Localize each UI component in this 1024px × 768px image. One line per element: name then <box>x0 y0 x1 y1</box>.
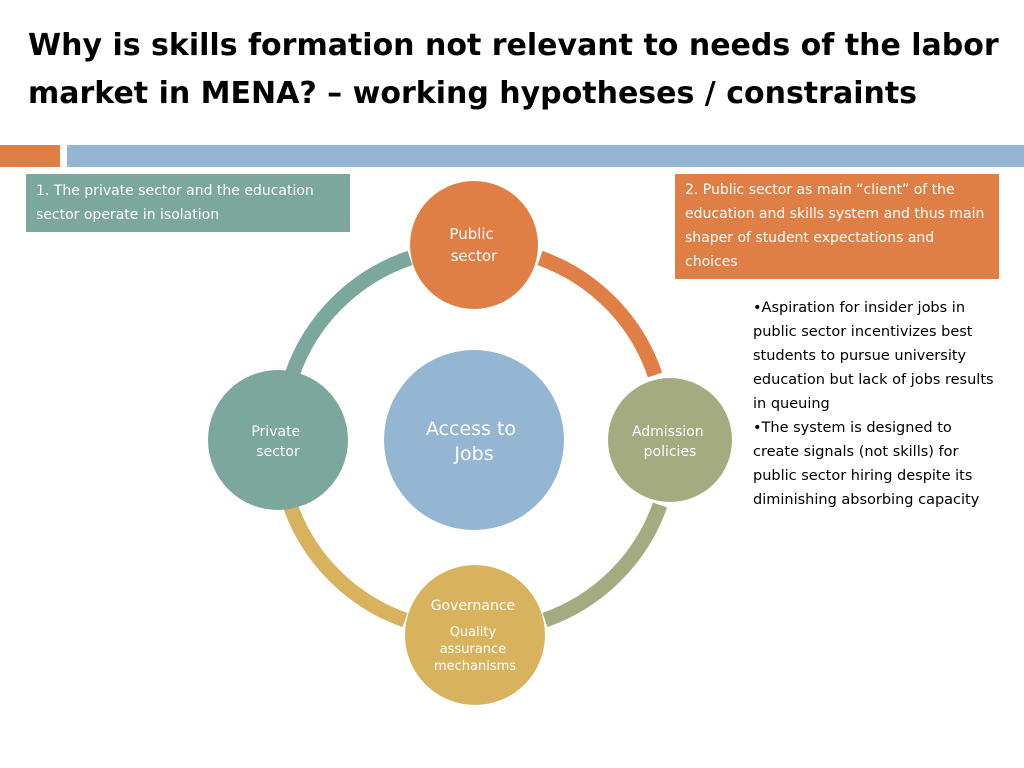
node-top-line2: sector <box>451 247 498 265</box>
svg-text:Access to Jobs: Access to Jobs <box>426 418 522 465</box>
arc-left-top <box>284 250 413 378</box>
node-left-line1: Private <box>251 424 300 440</box>
arc-bottom-left <box>282 502 408 628</box>
hypothesis-box-2: 2. Public sector as main “client” of the… <box>675 174 999 279</box>
slide-title: Why is skills formation not relevant to … <box>28 28 999 111</box>
svg-text:Governance Quality ass: Governance Quality assurance mechanisms <box>431 598 520 674</box>
arc-right-bottom <box>542 502 668 628</box>
svg-text:Admission policies: Admission policies <box>632 424 708 460</box>
center-circle <box>384 350 564 530</box>
svg-text:Public sector: Public sector <box>449 225 498 265</box>
bullet-note: •The system is designed to create signal… <box>753 420 980 508</box>
node-right-line2: policies <box>644 444 697 460</box>
arc-top-right <box>537 250 663 378</box>
node-bottom-line3: mechanisms <box>434 659 516 674</box>
bullet-notes: •Aspiration for insider jobs in public s… <box>753 296 1001 512</box>
node-left-line2: sector <box>256 444 300 460</box>
node-bottom-line1: Quality <box>450 625 497 640</box>
node-public-sector <box>410 181 538 309</box>
node-governance <box>405 565 545 705</box>
node-private-sector <box>208 370 348 510</box>
node-admission-policies <box>608 378 732 502</box>
bullet-note: •Aspiration for insider jobs in public s… <box>753 300 994 412</box>
hypothesis-box-1: 1. The private sector and the education … <box>26 174 350 232</box>
svg-text:Private sector: Private sector <box>251 424 304 460</box>
center-label-line2: Jobs <box>453 443 493 465</box>
node-bottom-line2: assurance <box>440 642 506 657</box>
node-top-line1: Public <box>449 225 493 243</box>
center-label-line1: Access to <box>426 418 516 440</box>
node-bottom-heading: Governance <box>431 598 515 614</box>
node-right-line1: Admission <box>632 424 704 440</box>
accent-bar-orange <box>0 145 60 167</box>
accent-bar-blue <box>67 145 1024 167</box>
